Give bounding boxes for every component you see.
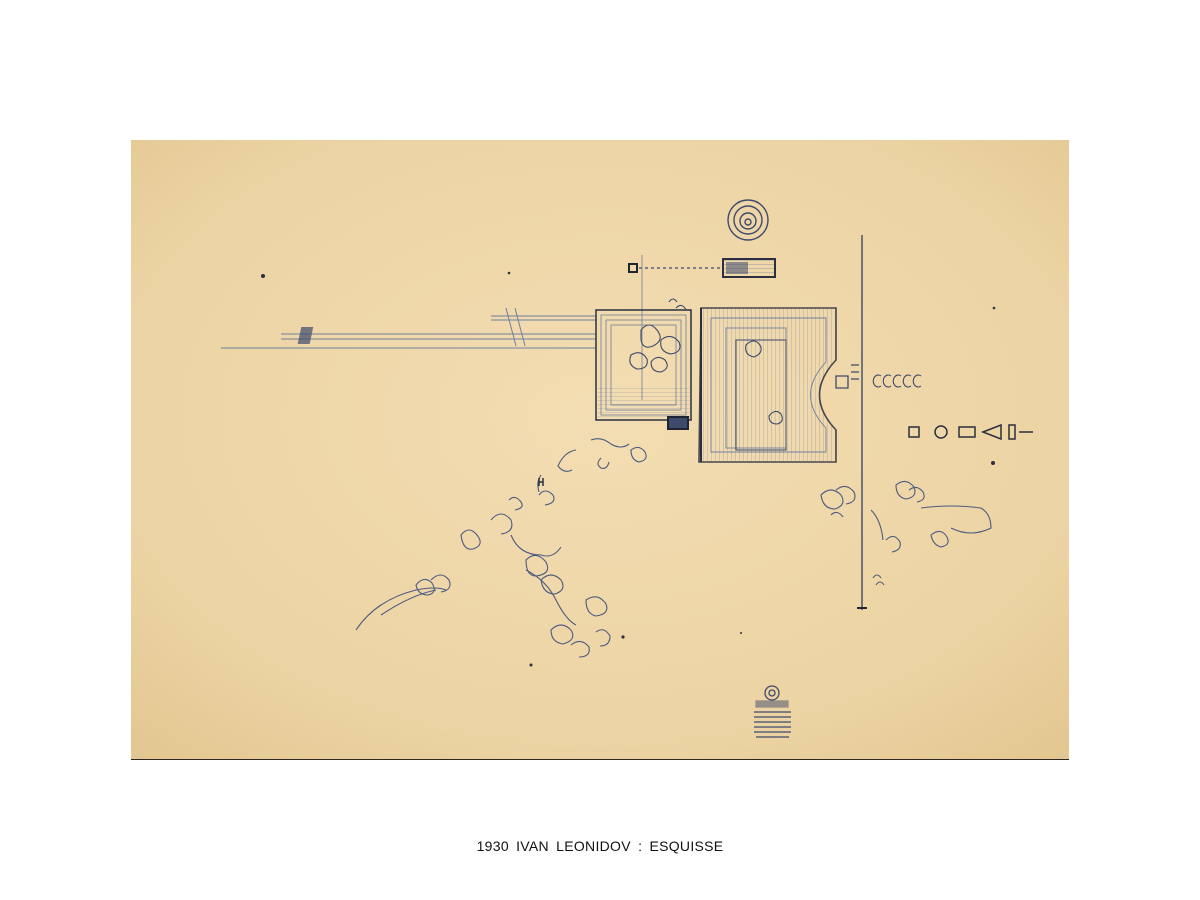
left-building [595,309,692,430]
tree-clusters-building [629,298,783,425]
right-building [698,307,837,463]
hatched-marker [297,327,314,344]
spiral-symbol [727,199,769,241]
sketch-sheet [131,140,1069,760]
tree-clusters-right [820,480,992,586]
tree-clusters-left [355,438,647,658]
architectural-sketch [131,140,1069,759]
approach-lines [221,307,596,349]
paper-specks [261,271,996,667]
square-marker [628,263,638,273]
paper-background [131,140,1069,759]
bottom-element [754,685,791,738]
figure-caption: 1930 IVAN LEONIDOV : ESQUISSE [476,838,724,854]
shape-legend [908,423,1033,441]
arc-symbols [872,374,922,388]
